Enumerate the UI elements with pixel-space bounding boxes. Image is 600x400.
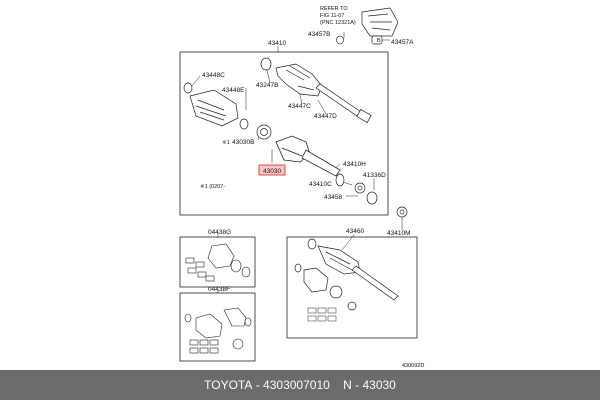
label-43447d: 43447D xyxy=(314,113,337,120)
rings-right-middle xyxy=(335,173,408,218)
label-43448e: 43448E xyxy=(222,87,245,94)
right-assembly-box xyxy=(286,236,418,339)
ring-43030b xyxy=(256,124,272,140)
upper-shaft-assembly xyxy=(260,57,372,123)
refer-note-line1: REFER TO xyxy=(320,6,348,12)
reference-part-inset xyxy=(361,7,399,45)
kit-04438g-contents xyxy=(185,243,251,282)
label-43410: 43410 xyxy=(268,40,286,47)
caption-brand: TOYOTA xyxy=(204,378,253,392)
boot-43448e xyxy=(183,82,249,130)
kit-04438f-contents xyxy=(184,307,252,354)
outer-joint-43030 xyxy=(275,135,341,177)
drive-shaft-assembly xyxy=(294,238,399,311)
main-assembly-box xyxy=(179,51,389,216)
kit-box-04438g xyxy=(179,236,256,288)
mark-43030b: ※1 xyxy=(222,139,230,146)
date-note: ※1 (0207- xyxy=(200,183,225,190)
ring-43457b xyxy=(336,35,344,45)
label-43447c: 43447C xyxy=(288,103,311,110)
label-43460: 43460 xyxy=(346,228,364,235)
label-43457a: 43457A xyxy=(391,39,414,46)
refer-note-line2: FIG 11-07 xyxy=(320,13,344,19)
label-43457b: 43457B xyxy=(308,31,330,38)
right-assembly-clips xyxy=(307,307,337,322)
label-43410m: 43410M xyxy=(387,230,411,237)
ref-code: 430092D xyxy=(402,363,424,369)
label-43410c: 43410C xyxy=(309,181,332,188)
caption-separator: - xyxy=(252,378,264,392)
caption-gap xyxy=(330,378,343,392)
caption-label: N - 43030 xyxy=(343,378,396,392)
label-43458: 43458 xyxy=(324,194,342,201)
label-43410h: 43410H xyxy=(343,161,366,168)
label-43247b: 43247B xyxy=(256,82,278,89)
caption-part-number: 4303007010 xyxy=(263,378,330,392)
label-04438g: 04438G xyxy=(208,229,231,236)
refer-note-line3: (PNC 12321A) xyxy=(320,20,356,26)
b-circle-mark: B xyxy=(377,38,381,44)
label-41336d: 41336D xyxy=(363,172,386,179)
kit-box-04438f xyxy=(179,292,256,362)
highlight-box-43030 xyxy=(258,164,286,176)
label-04438f: 04438F xyxy=(208,286,230,293)
parts-diagram: REFER TO FIG 11-07 (PNC 12321A) B xyxy=(179,6,424,369)
caption-bar: TOYOTA - 4303007010 N - 43030 xyxy=(0,370,600,400)
label-43030: 43030 xyxy=(263,168,281,175)
label-43448c: 43448C xyxy=(202,72,225,79)
label-43030b: 43030B xyxy=(232,139,254,146)
